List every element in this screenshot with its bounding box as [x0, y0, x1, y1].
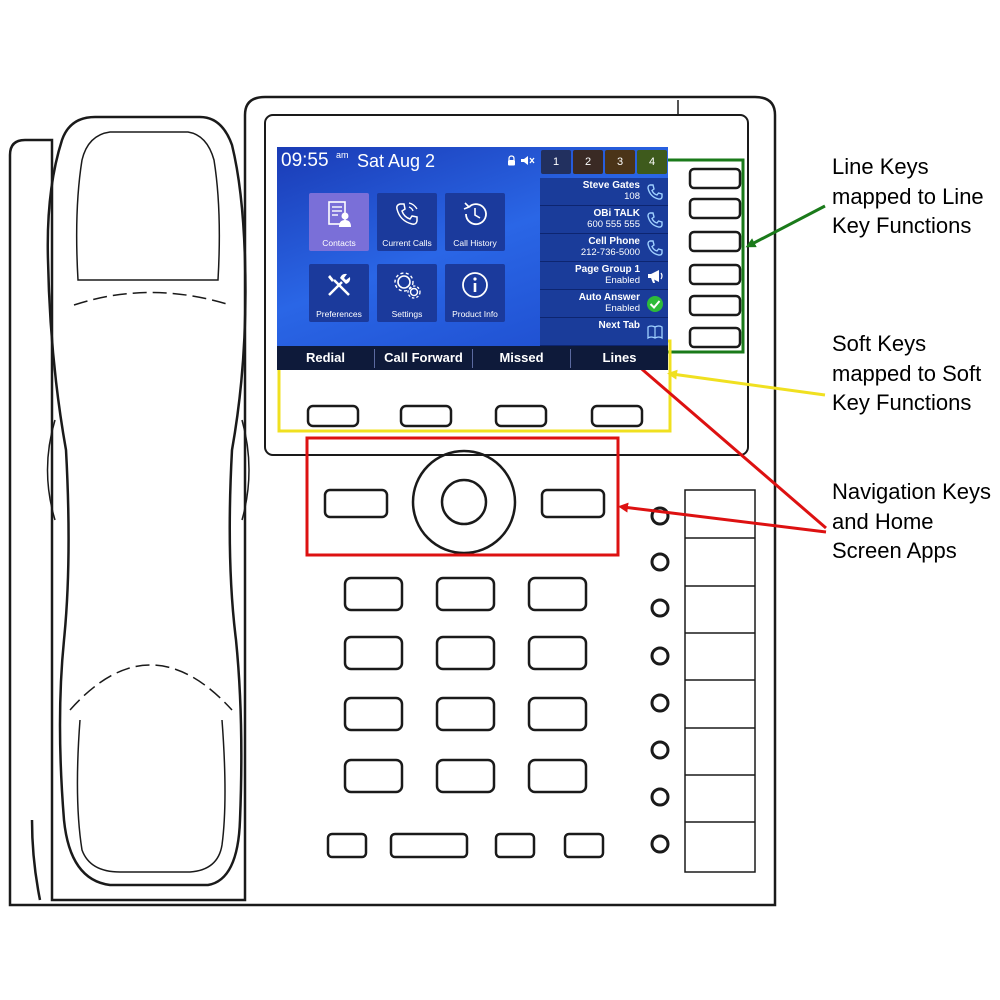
product-info-icon: [462, 272, 488, 298]
dial-pad: [343, 576, 588, 794]
call-history-icon: [463, 202, 487, 226]
phone-icon: [647, 240, 663, 256]
phone-icon: [647, 184, 663, 200]
clock-date: Sat Aug 2: [357, 151, 436, 171]
status-bar: 09:55 am Sat Aug 2 1 2 3 4: [277, 147, 668, 177]
speaker-icon: [521, 156, 535, 165]
handset-cradle-line: [30, 819, 42, 901]
preferences-icon: [328, 273, 351, 296]
line-key-detail: 108: [624, 191, 640, 202]
clock-ampm: am: [336, 150, 349, 160]
phone-base-outline: [8, 95, 777, 907]
current-calls-icon: [396, 202, 418, 225]
tab-3[interactable]: 3: [605, 150, 635, 174]
lock-icon: [508, 155, 515, 166]
line-key-name: OBi TALK: [593, 208, 640, 219]
app-call-history[interactable]: Call History: [445, 193, 505, 251]
soft-key-bar: Redial Call Forward Missed Lines: [277, 346, 668, 370]
line-key-detail: Enabled: [605, 275, 640, 286]
clock-time: 09:55: [281, 150, 329, 171]
line-key-name: Auto Answer: [578, 292, 640, 303]
line-key-name: Next Tab: [598, 320, 641, 331]
megaphone-icon: [648, 270, 663, 283]
line-key-cell-phone[interactable]: Cell Phone 212-736-5000: [540, 234, 668, 262]
soft-key-buttons: [306, 404, 644, 428]
function-keys: [326, 832, 605, 859]
line-key-auto-answer[interactable]: Auto Answer Enabled: [540, 290, 668, 318]
app-label: Contacts: [322, 238, 356, 248]
line-key-detail: 600 555 555: [587, 219, 640, 230]
app-current-calls[interactable]: Current Calls: [377, 193, 437, 251]
line-key-steve-gates[interactable]: Steve Gates 108: [540, 178, 668, 206]
navigation-keys: [323, 449, 606, 555]
line-key-next-tab[interactable]: Next Tab: [540, 318, 668, 346]
soft-key-redial[interactable]: Redial: [305, 350, 345, 365]
book-icon: [647, 325, 663, 340]
callout-navigation: Navigation Keys and Home Screen Apps: [832, 479, 991, 563]
line-key-page-group[interactable]: Page Group 1 Enabled: [540, 262, 668, 290]
side-round-keys: [650, 506, 670, 854]
check-icon: [647, 296, 663, 312]
line-key-detail: 212-736-5000: [580, 247, 640, 258]
app-contacts[interactable]: Contacts: [309, 193, 369, 251]
soft-key-call-forward[interactable]: Call Forward: [384, 350, 463, 365]
handset-bottom-inner: [76, 719, 226, 873]
callout-line-keys: Line Keys mapped to Line Key Functions: [832, 154, 984, 238]
app-preferences[interactable]: Preferences: [309, 264, 369, 322]
contacts-icon: [328, 201, 351, 227]
line-key-detail: Enabled: [605, 303, 640, 314]
line-key-name: Cell Phone: [588, 236, 640, 247]
app-label: Product Info: [452, 309, 498, 319]
handset-earpiece-curve: [73, 291, 231, 306]
app-label: Preferences: [316, 309, 362, 319]
app-label: Current Calls: [382, 238, 432, 248]
phone-icon: [647, 212, 663, 228]
tab-1[interactable]: 1: [541, 150, 571, 174]
tab-2[interactable]: 2: [573, 150, 603, 174]
line-keys-arrow: [745, 204, 826, 248]
app-product-info[interactable]: Product Info: [445, 264, 505, 322]
callout-soft-keys: Soft Keys mapped to Soft Key Functions: [832, 331, 982, 415]
cradle-bump: [46, 419, 56, 521]
line-key-name: Page Group 1: [574, 264, 640, 275]
handset-mouthpiece-curve: [69, 664, 233, 711]
soft-key-lines[interactable]: Lines: [602, 350, 637, 365]
side-label-strip: [684, 489, 756, 873]
line-key-buttons: [688, 167, 742, 349]
app-settings[interactable]: Settings: [377, 264, 437, 322]
line-key-name: Steve Gates: [582, 180, 640, 191]
soft-key-missed[interactable]: Missed: [499, 350, 544, 365]
navigation-arrow: [618, 502, 827, 534]
navigation-highlight-box: [305, 436, 620, 557]
handset-inner: [75, 131, 221, 281]
app-label: Settings: [391, 309, 423, 319]
app-label: Call History: [453, 238, 497, 248]
tab-4[interactable]: 4: [637, 150, 667, 174]
line-key-obi-talk[interactable]: OBi TALK 600 555 555: [540, 206, 668, 234]
phone-screen: 09:55 am Sat Aug 2 1 2 3 4 Contacts: [277, 147, 668, 370]
display-bezel: [264, 114, 749, 456]
cradle-bump-right: [241, 419, 250, 521]
settings-icon: [394, 272, 421, 299]
soft-keys-arrow: [667, 369, 826, 397]
handset-outline: [46, 115, 247, 887]
